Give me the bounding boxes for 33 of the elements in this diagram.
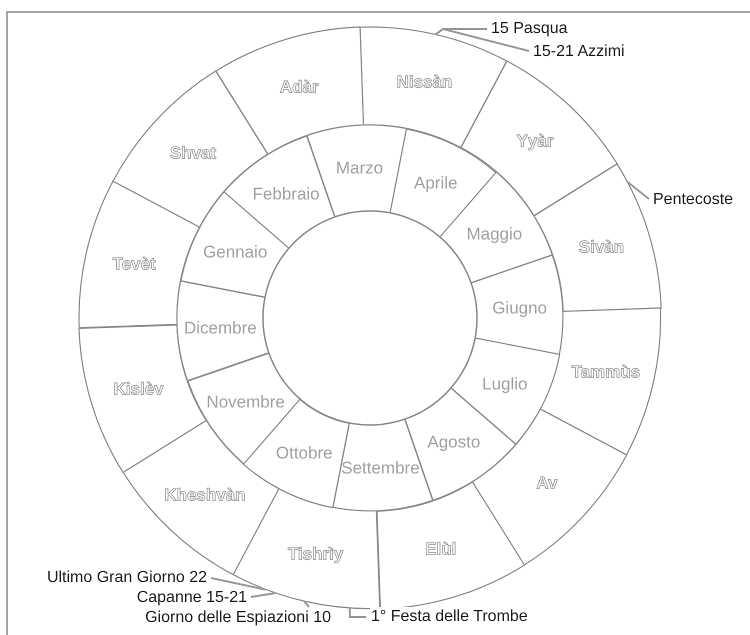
- leader-line: [626, 180, 650, 200]
- month-label: Gennaio: [203, 244, 268, 261]
- annotation-text: Giorno delle Espiazioni 10: [144, 608, 332, 628]
- month-label: Yyàr: [516, 132, 554, 150]
- month-label: Av: [536, 474, 558, 492]
- leader-line: [250, 592, 276, 598]
- month-label: Giugno: [492, 299, 548, 316]
- month-label: Nissàn: [396, 74, 452, 91]
- month-label: Tammùs: [571, 364, 640, 381]
- month-label: Adàr: [280, 78, 319, 96]
- month-label: Marzo: [336, 160, 384, 177]
- annotation-text: 15 Pasqua: [490, 19, 569, 39]
- leader-line: [348, 608, 366, 618]
- month-label: Tishrìy: [288, 545, 344, 562]
- annotation-text: Capanne 15-21: [136, 588, 248, 608]
- leader-line: [434, 28, 530, 52]
- month-label: Kislèv: [114, 380, 164, 398]
- month-label: Kheshvàn: [164, 486, 246, 504]
- month-label: Novembre: [206, 393, 285, 410]
- month-label: Agosto: [427, 434, 480, 451]
- leader-line: [304, 600, 310, 608]
- month-label: Luglio: [482, 375, 528, 392]
- month-label: Settembre: [341, 459, 420, 476]
- leader-line: [210, 577, 266, 591]
- month-label: Dicembre: [184, 320, 257, 337]
- month-label: Sivàn: [578, 238, 624, 256]
- month-label: Shvat: [170, 144, 216, 162]
- month-label: Febbraio: [252, 185, 320, 202]
- month-label: Maggio: [466, 226, 522, 243]
- month-label: Elùl: [425, 540, 456, 558]
- month-label: Ottobre: [276, 444, 333, 462]
- month-label: Aprile: [414, 174, 458, 192]
- month-label: Tevèt: [112, 255, 156, 272]
